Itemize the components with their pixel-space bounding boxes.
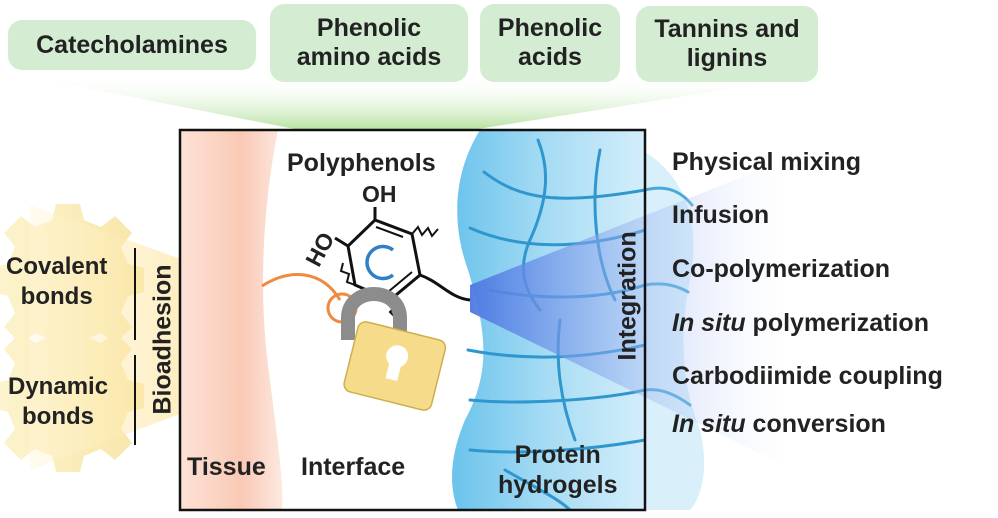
source-beam — [20, 75, 818, 135]
bond-link — [261, 273, 342, 301]
method-carbodiimide-coupling: Carbodiimide coupling — [672, 362, 943, 390]
protein-hydrogels-label: Protein hydrogels — [498, 441, 618, 499]
source-phenolic-acids: Phenolic acids — [480, 4, 620, 82]
integration-beam — [470, 158, 790, 468]
method-co-polymerization: Co-polymerization — [672, 255, 891, 283]
tissue-label: Tissue — [187, 453, 266, 481]
method-physical-mixing: Physical mixing — [672, 148, 861, 176]
integration-label: Integration — [613, 231, 642, 361]
covalent-bonds-label: Covalent bonds — [6, 253, 108, 310]
method-text: conversion — [745, 410, 886, 438]
method-in-situ-polymerization: In situ polymerization — [672, 309, 929, 338]
interface-label: Interface — [301, 453, 406, 481]
source-phenolic-amino-acids: Phenolic amino acids — [270, 4, 468, 82]
method-text: polymerization — [745, 309, 929, 337]
method-infusion: Infusion — [672, 201, 770, 229]
source-tannins-lignins: Tannins and lignins — [636, 6, 818, 82]
in-situ-emphasis: In situ — [672, 309, 746, 337]
source-catecholamines: Catecholamines — [8, 20, 256, 70]
lock-icon — [341, 287, 447, 411]
in-situ-emphasis: In situ — [672, 410, 746, 438]
dynamic-bonds-label: Dynamic bonds — [8, 373, 109, 430]
bioadhesion-label: Bioadhesion — [148, 264, 177, 415]
polyphenols-label: Polyphenols — [287, 149, 436, 177]
integration-tether — [419, 273, 471, 302]
tissue-region — [180, 130, 283, 510]
interface-box-border — [178, 128, 647, 512]
oh-label: OH — [362, 181, 397, 207]
method-in-situ-conversion: In situ conversion — [672, 410, 886, 439]
